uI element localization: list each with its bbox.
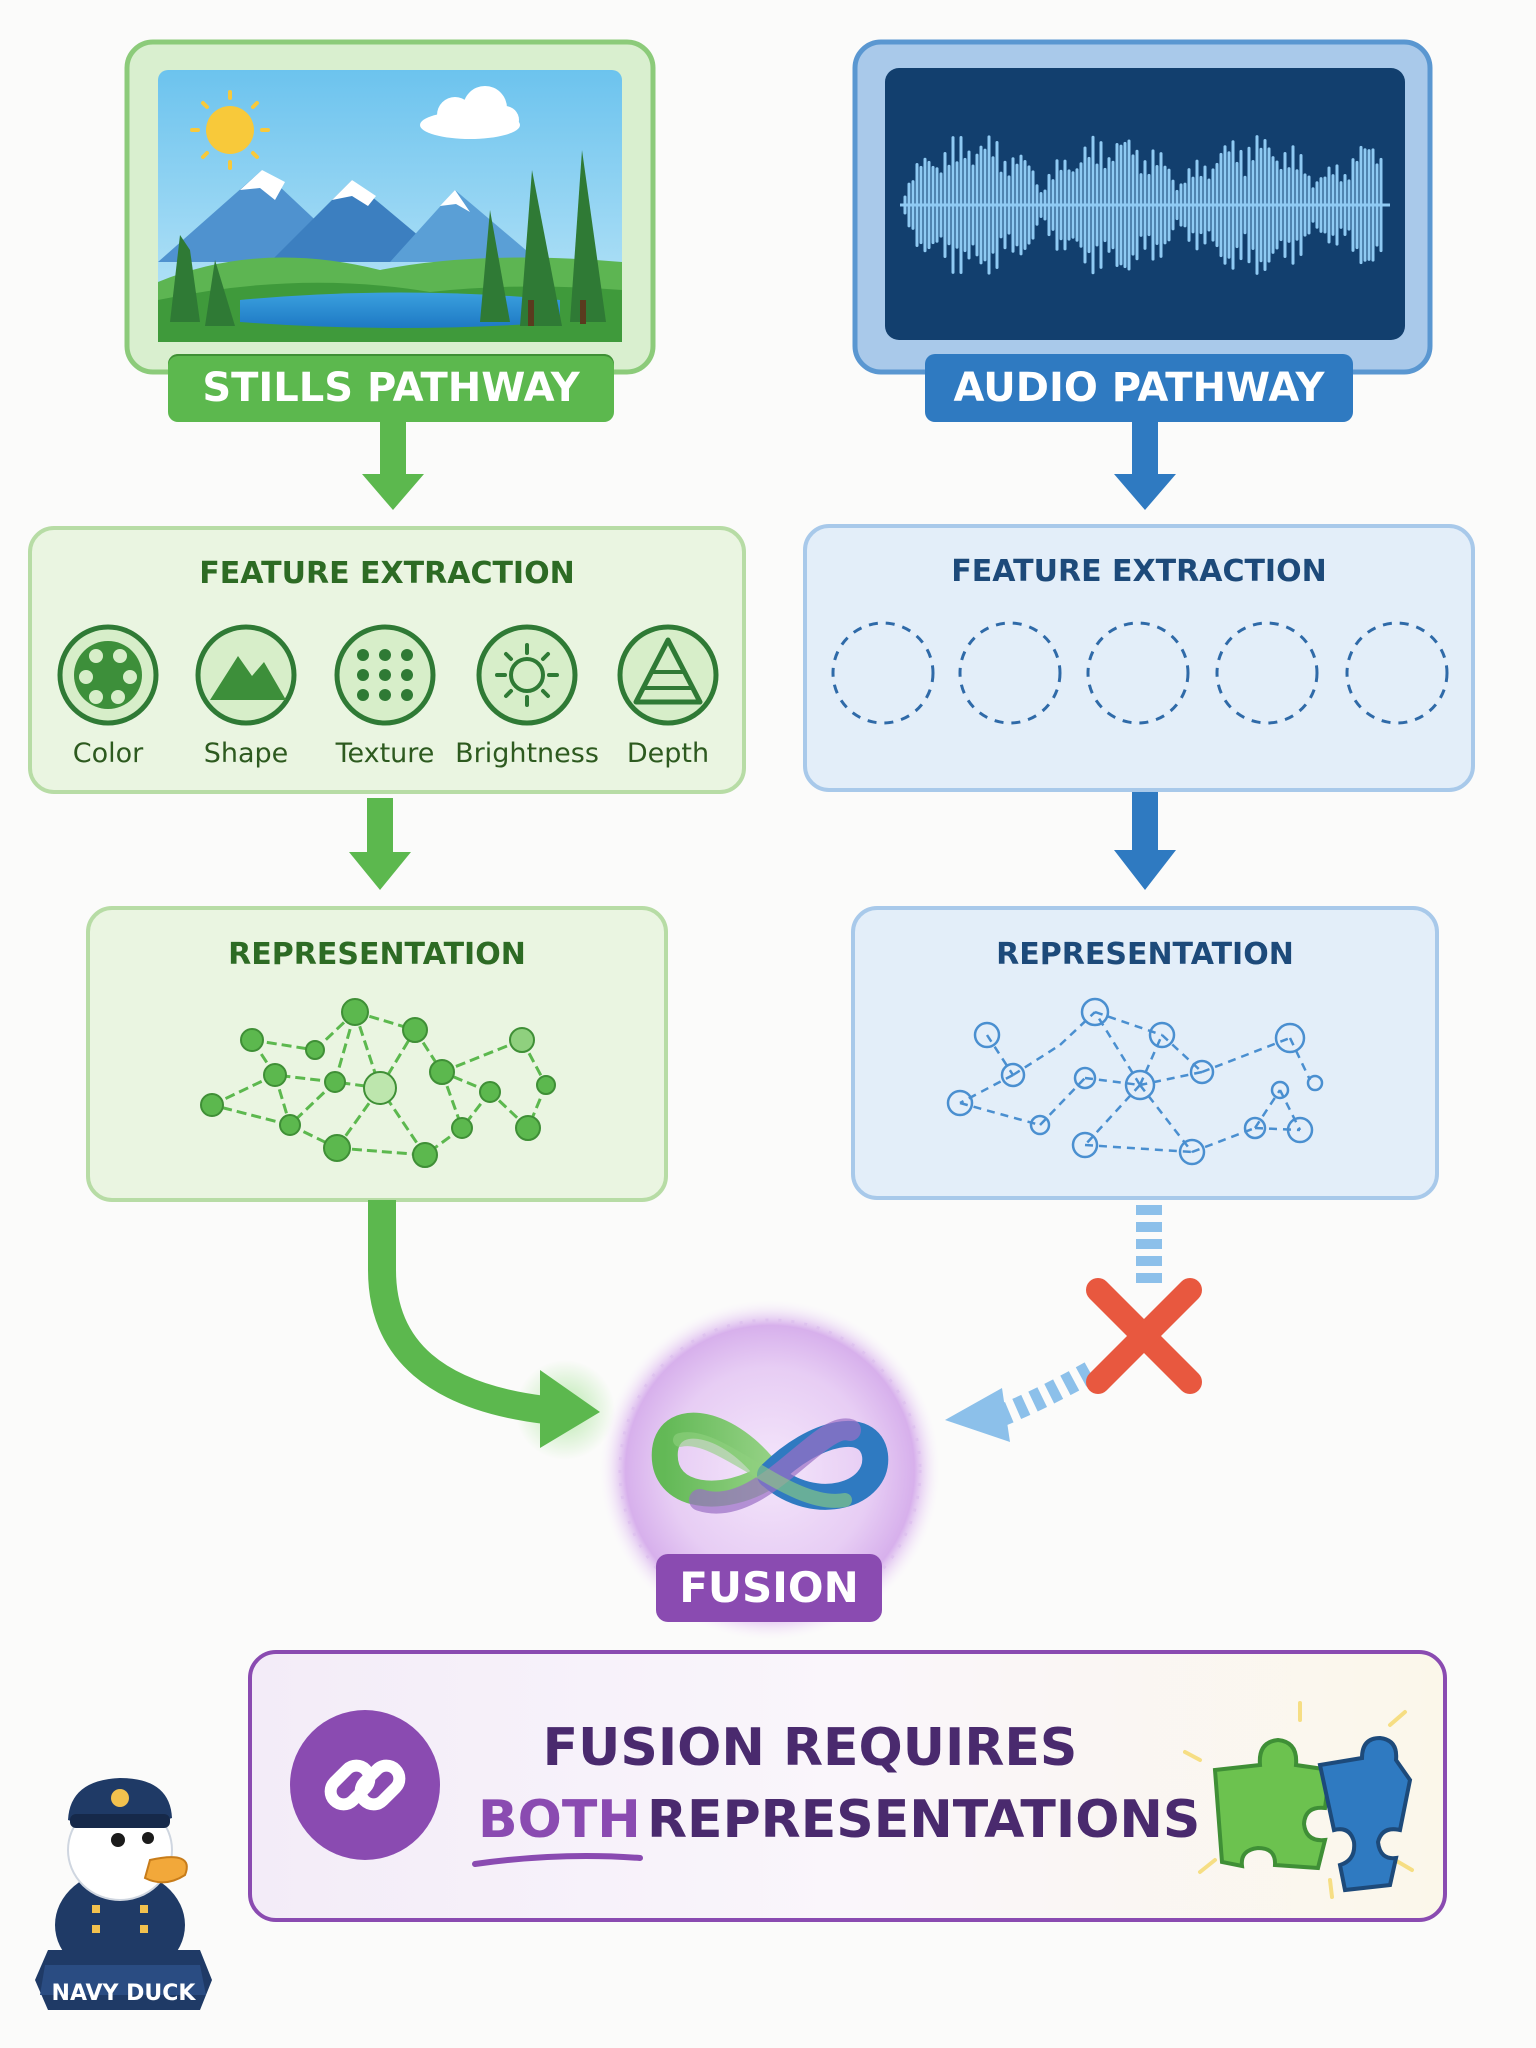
audio-to-fusion-broken-arrow — [945, 1205, 1162, 1442]
conclusion-highlight: BOTH — [478, 1790, 641, 1850]
feature-label-depth: Depth — [626, 738, 710, 769]
navy-duck-mascot — [35, 1778, 212, 2010]
audio-representation-box — [851, 906, 1439, 1200]
conclusion-line-2: REPRESENTATIONS — [647, 1790, 1201, 1850]
stills-pathway-label: STILLS PATHWAY — [168, 354, 614, 422]
feature-label-shape: Shape — [203, 738, 289, 769]
mascot-label: NAVY DUCK — [51, 1981, 196, 2006]
arrow-stills-to-features — [362, 422, 424, 510]
arrow-audio-to-features — [1114, 422, 1176, 510]
audio-network-graph — [946, 997, 1324, 1166]
stills-representation-title: REPRESENTATION — [228, 937, 526, 972]
feature-label-texture: Texture — [335, 738, 435, 769]
shape-icon — [195, 624, 297, 726]
stills-feature-title: FEATURE EXTRACTION — [199, 556, 575, 591]
link-icon — [290, 1710, 440, 1860]
cloud-icon — [420, 86, 520, 139]
conclusion-line-1: FUSION REQUIRES — [542, 1718, 1078, 1778]
audio-representation-title: REPRESENTATION — [996, 937, 1294, 972]
stills-image-frame — [124, 39, 656, 375]
arrow-features-to-representation-stills — [349, 798, 411, 890]
blocked-x-icon — [1086, 1278, 1202, 1394]
audio-feature-box — [803, 524, 1475, 792]
stills-network-graph — [200, 998, 556, 1168]
infinity-icon — [651, 1412, 889, 1514]
both-underline — [472, 1853, 643, 1867]
audio-feature-placeholders — [831, 621, 1449, 725]
fusion-label: FUSION — [656, 1554, 882, 1622]
brightness-icon — [476, 624, 578, 726]
color-icon — [57, 624, 159, 726]
audio-feature-title: FEATURE EXTRACTION — [951, 554, 1327, 589]
sun-icon — [190, 90, 270, 170]
feature-label-color: Color — [72, 738, 144, 769]
depth-icon — [617, 624, 719, 726]
feature-label-brightness: Brightness — [455, 738, 599, 769]
puzzle-icon — [1183, 1701, 1414, 1899]
mountains — [158, 170, 540, 262]
audio-waveform-frame — [852, 39, 1433, 375]
audio-pathway-label: AUDIO PATHWAY — [925, 354, 1353, 422]
conclusion-box — [248, 1650, 1447, 1922]
stills-to-fusion-arrow — [368, 1200, 547, 1424]
tree-icons — [170, 150, 606, 326]
arrow-features-to-representation-audio — [1114, 792, 1176, 890]
texture-icon — [334, 624, 436, 726]
